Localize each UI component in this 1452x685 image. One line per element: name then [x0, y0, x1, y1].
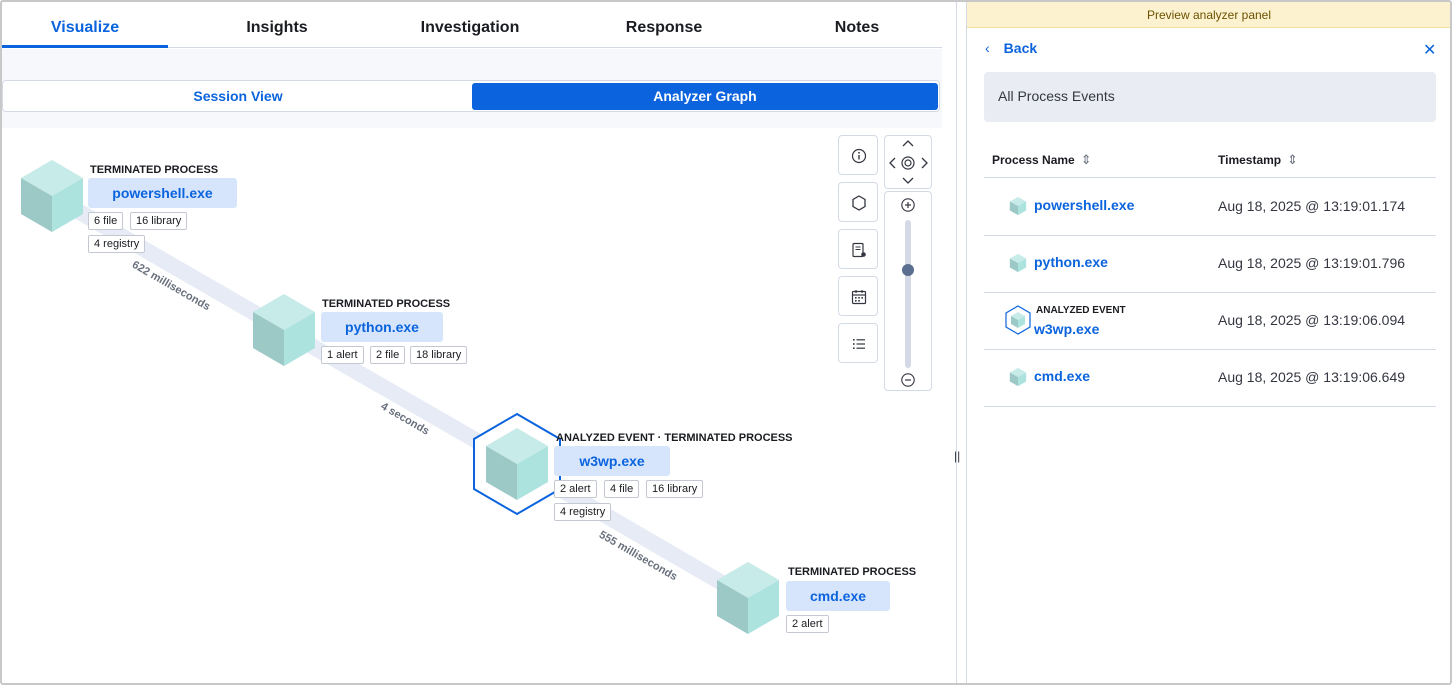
process-cube-powershell[interactable] [21, 160, 83, 232]
preview-banner: Preview analyzer panel [967, 2, 1451, 28]
zoom-out-icon[interactable] [900, 372, 916, 388]
zoom-slider-thumb[interactable] [902, 264, 914, 276]
node-badge[interactable]: 16 library [130, 212, 188, 230]
legend-button[interactable] [838, 135, 878, 175]
preview-panel: Preview analyzer panel ‹ Back ✕ All Proce… [966, 2, 1451, 683]
node-name-cmd[interactable]: cmd.exe [786, 581, 890, 611]
process-cube-icon [1009, 367, 1027, 387]
process-name-link[interactable]: w3wp.exe [1034, 321, 1100, 337]
info-icon [851, 148, 867, 164]
pan-controls [884, 135, 932, 189]
process-cube-cmd[interactable] [717, 562, 779, 634]
zoom-controls [884, 191, 932, 391]
node-badge[interactable]: 1 alert [321, 346, 364, 364]
process-name-link[interactable]: powershell.exe [1034, 197, 1135, 213]
process-name-link[interactable]: cmd.exe [1034, 368, 1091, 384]
session-view-button[interactable]: Session View [193, 88, 283, 104]
node-name-python[interactable]: python.exe [321, 312, 443, 342]
node-badge[interactable]: 18 library [410, 346, 468, 364]
analyzed-event-label: ANALYZED EVENT [1036, 305, 1126, 316]
process-cube-icon [1009, 196, 1027, 216]
sort-icon: ⇕ [1287, 152, 1299, 167]
timestamp: Aug 18, 2025 @ 13:19:01.796 [1218, 255, 1406, 271]
visualize-pane: Visualize Insights Investigation Respons… [2, 2, 952, 683]
tab-insights[interactable]: Insights [246, 19, 308, 36]
tab-investigation[interactable]: Investigation [420, 19, 520, 36]
pane-divider [956, 0, 957, 685]
process-name-link[interactable]: python.exe [1034, 254, 1108, 270]
node-badge[interactable]: 16 library [646, 480, 704, 498]
timestamp: Aug 18, 2025 @ 13:19:06.094 [1218, 312, 1406, 328]
tab-notes[interactable]: Notes [834, 19, 880, 36]
node-type-label: TERMINATED PROCESS [788, 566, 917, 578]
table-row[interactable]: powershell.exe Aug 18, 2025 @ 13:19:01.1… [984, 179, 1436, 236]
column-timestamp[interactable]: Timestamp⇕ [1218, 152, 1299, 167]
arrow-up-icon[interactable] [901, 138, 915, 148]
back-label: Back [1003, 40, 1038, 56]
table-row[interactable]: cmd.exe Aug 18, 2025 @ 13:19:06.649 [984, 350, 1436, 407]
table-row[interactable]: ANALYZED EVENT w3wp.exe Aug 18, 2025 @ 1… [984, 293, 1436, 350]
sourcerer-icon [852, 242, 866, 258]
node-type-label: TERMINATED PROCESS [90, 164, 219, 176]
active-tab-indicator [2, 45, 168, 48]
view-switcher: Session View Analyzer Graph [2, 80, 940, 112]
node-badge[interactable]: 2 file [370, 346, 406, 364]
data-view-button[interactable] [838, 229, 878, 269]
arrow-left-icon[interactable] [887, 156, 897, 170]
analyzer-graph-button[interactable]: Analyzer Graph [472, 83, 938, 110]
process-cube-python[interactable] [253, 294, 315, 366]
tab-response[interactable]: Response [625, 19, 703, 36]
table-header: Process Name⇕ Timestamp⇕ [984, 142, 1436, 178]
node-type-label: TERMINATED PROCESS [322, 298, 451, 310]
node-type-label: ANALYZED EVENT · TERMINATED PROCESS [556, 432, 793, 444]
analyzer-graph-canvas[interactable]: 622 milliseconds 4 seconds 555 milliseco… [2, 128, 942, 683]
tab-visualize[interactable]: Visualize [50, 19, 120, 36]
table-row[interactable]: python.exe Aug 18, 2025 @ 13:19:01.796 [984, 236, 1436, 293]
zoom-in-icon[interactable] [900, 197, 916, 213]
timestamp: Aug 18, 2025 @ 13:19:06.649 [1218, 369, 1406, 385]
resize-handle[interactable]: || [954, 449, 961, 463]
all-process-events-callout: All Process Events [984, 72, 1436, 122]
flyout-tabs: Visualize Insights Investigation Respons… [2, 2, 942, 48]
calendar-icon [851, 290, 867, 305]
close-icon[interactable]: ✕ [1423, 42, 1437, 59]
arrow-down-icon[interactable] [901, 176, 915, 186]
zoom-slider-track[interactable] [905, 220, 911, 368]
node-legend-button[interactable] [838, 182, 878, 222]
node-list-button[interactable] [838, 323, 878, 363]
sort-icon: ⇕ [1080, 152, 1092, 167]
timestamp: Aug 18, 2025 @ 13:19:01.174 [1218, 198, 1406, 214]
node-badge[interactable]: 4 registry [88, 235, 146, 253]
node-badge[interactable]: 6 file [88, 212, 124, 230]
chevron-left-icon: ‹ [985, 40, 990, 56]
node-badge[interactable]: 2 alert [554, 480, 597, 498]
center-icon[interactable] [900, 155, 916, 171]
list-icon [853, 339, 865, 349]
node-badge[interactable]: 4 registry [554, 503, 612, 521]
arrow-right-icon[interactable] [920, 156, 930, 170]
hexagon-icon [852, 195, 866, 211]
analyzed-process-icon [1005, 305, 1031, 335]
column-process-name[interactable]: Process Name⇕ [992, 152, 1092, 167]
node-badge[interactable]: 4 file [604, 480, 640, 498]
process-cube-icon [1009, 253, 1027, 273]
back-button[interactable]: ‹ Back [985, 40, 1037, 60]
node-name-w3wp[interactable]: w3wp.exe [554, 446, 670, 476]
node-name-powershell[interactable]: powershell.exe [88, 178, 237, 208]
date-picker-button[interactable] [838, 276, 878, 316]
node-badge[interactable]: 2 alert [786, 615, 829, 633]
